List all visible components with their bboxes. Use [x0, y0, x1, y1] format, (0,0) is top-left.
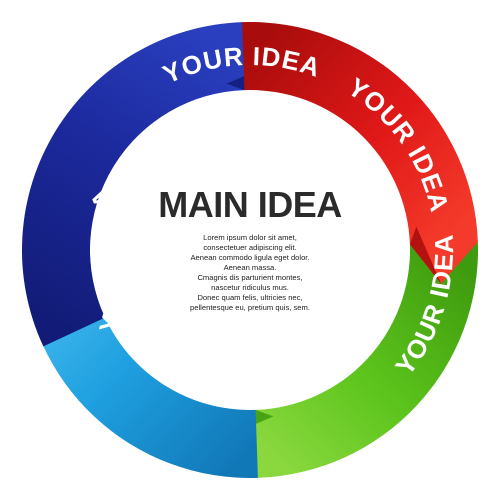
description-line: pellentesque eu, pretium quis, sem. — [190, 303, 310, 312]
arrow-fold-2 — [409, 226, 442, 284]
ring-segment-1 — [21, 22, 284, 347]
center-content: MAIN IDEA Lorem ipsum dolor sit amet, co… — [125, 185, 375, 313]
description-line: nascetur ridiculus mus. — [211, 283, 289, 292]
ring-segments — [21, 22, 478, 478]
description-line: Aenean massa. — [223, 263, 277, 272]
description-line: consectetuer adipiscing elit. — [203, 243, 297, 252]
description-line: Cmagnis dis parturient montes, — [197, 273, 303, 282]
ring-segment-2 — [242, 22, 478, 284]
main-idea-description: Lorem ipsum dolor sit amet, consectetuer… — [125, 233, 375, 313]
description-line: Lorem ipsum dolor sit amet, — [203, 233, 297, 242]
description-line: Donec quam felis, ultricies nec, — [197, 293, 303, 302]
ring-segment-3 — [216, 242, 478, 478]
main-idea-title: MAIN IDEA — [158, 184, 342, 225]
description-line: Aenean commodo ligula eget dolor. — [190, 253, 310, 262]
